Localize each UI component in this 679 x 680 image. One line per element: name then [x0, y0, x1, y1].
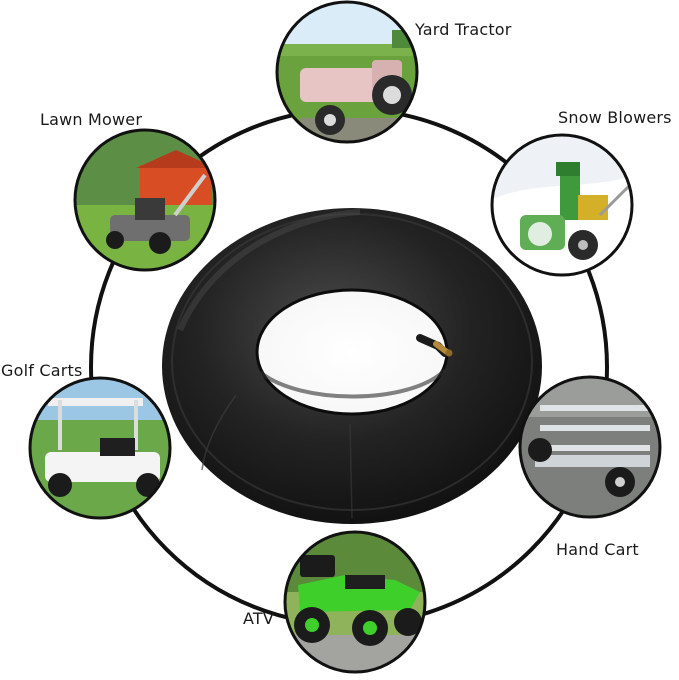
label-golf-carts: Golf Carts: [1, 361, 83, 380]
hand-cart-photo: [518, 375, 662, 519]
label-hand-cart: Hand Cart: [556, 540, 639, 559]
snow-blower-photo: [490, 133, 634, 277]
atv-photo: [283, 530, 427, 674]
lawn-mower-photo: [73, 128, 217, 272]
label-snow-blowers: Snow Blowers: [558, 108, 672, 127]
golf-cart-photo: [28, 376, 172, 520]
label-yard-tractor: Yard Tractor: [415, 20, 512, 39]
inner-tube: [162, 208, 542, 524]
valve-stem-icon: [416, 334, 453, 357]
yard-tractor-photo: [275, 0, 419, 144]
inner-tube-hole: [257, 290, 447, 414]
label-atv: ATV: [243, 609, 275, 628]
label-lawn-mower: Lawn Mower: [40, 110, 143, 129]
